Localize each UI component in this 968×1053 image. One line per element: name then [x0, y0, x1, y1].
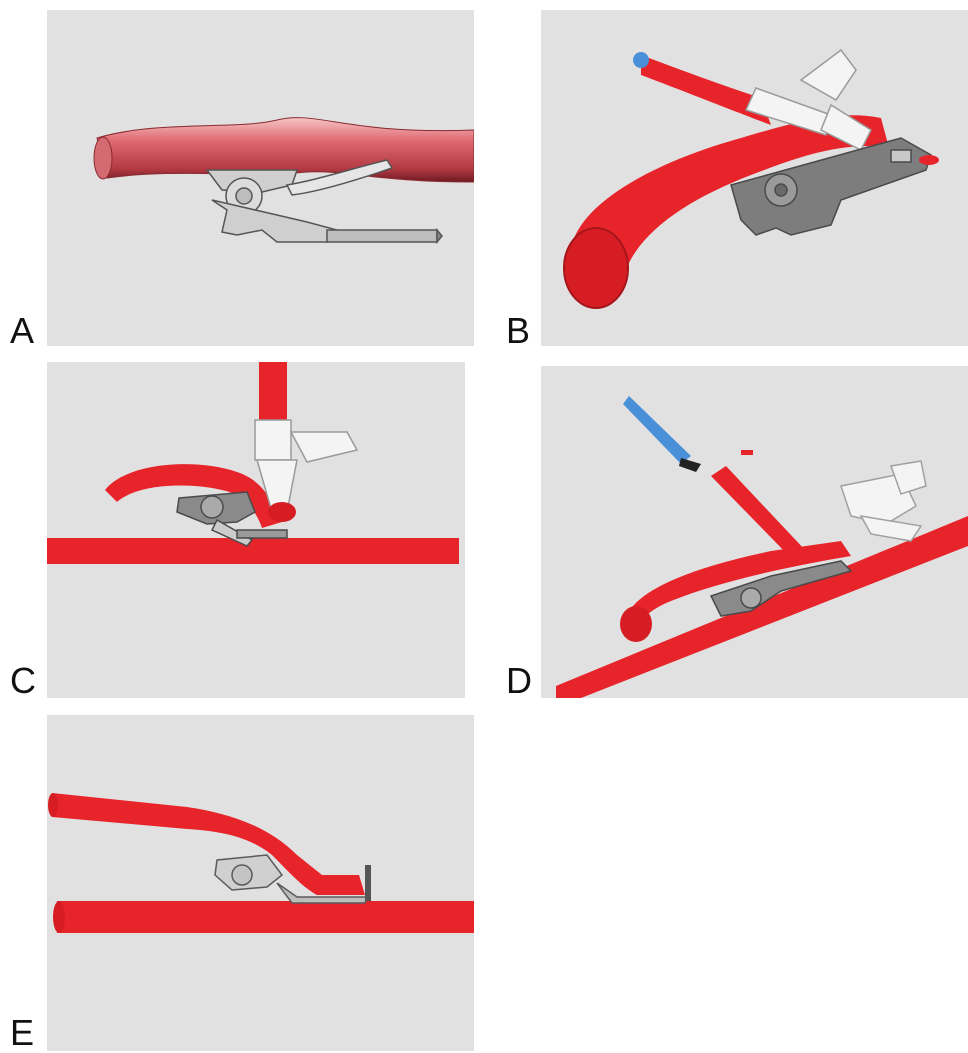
host-vessel	[556, 516, 968, 698]
vessel-fragment	[919, 155, 939, 165]
graft-vessel	[641, 55, 771, 125]
panel-a-illustration	[47, 10, 474, 346]
panel-d-illustration	[541, 366, 968, 698]
panel-c	[47, 362, 465, 698]
panel-e-illustration	[47, 715, 474, 1051]
vessel-fragment	[741, 450, 753, 455]
graft-end	[48, 793, 58, 817]
panel-d	[541, 366, 968, 698]
panel-label-a: A	[10, 313, 34, 349]
panel-c-illustration	[47, 362, 465, 698]
clip-marker	[365, 865, 371, 901]
panel-b-illustration	[541, 10, 968, 346]
host-vessel-end	[53, 901, 65, 933]
panel-label-d: D	[506, 663, 532, 699]
graft-branch	[711, 466, 806, 558]
graft-vessel	[52, 793, 365, 895]
panel-label-e: E	[10, 1015, 34, 1051]
panel-b	[541, 10, 968, 346]
applicator-shaft	[259, 362, 287, 422]
panel-e	[47, 715, 474, 1051]
panel-a	[47, 10, 474, 346]
vessel-end	[94, 137, 112, 179]
graft-cut-end	[620, 606, 652, 642]
panel-label-b: B	[506, 313, 530, 349]
applicator	[255, 420, 357, 512]
applicator-tip-icon	[633, 52, 649, 68]
applicator-shaft	[623, 396, 701, 472]
host-vessel	[57, 901, 474, 933]
applicator-jaws	[841, 461, 926, 541]
panel-label-c: C	[10, 663, 36, 699]
vessel-end	[268, 502, 296, 522]
host-vessel	[47, 538, 459, 564]
vessel-cut-end	[564, 228, 628, 308]
